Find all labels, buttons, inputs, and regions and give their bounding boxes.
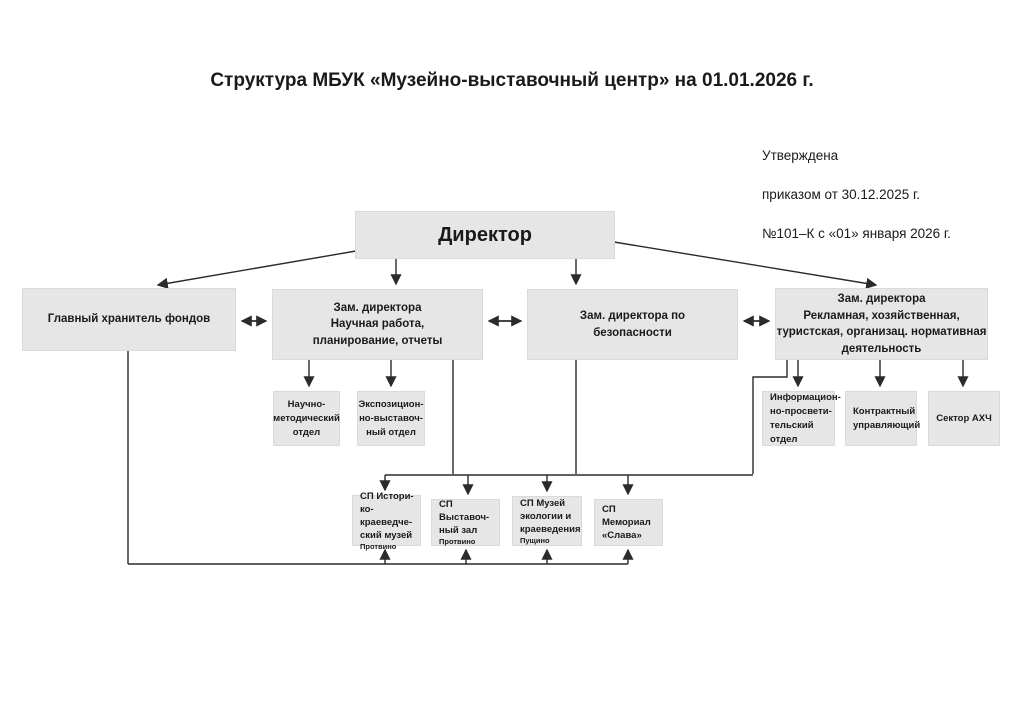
- node-deputy-admin: Зам. директора Рекламная, хозяйственная,…: [775, 288, 988, 360]
- node-sp-exhibition-hall: СП Выставоч- ный зал Протвино: [431, 499, 500, 546]
- approval-line: приказом от 30.12.2025 г.: [762, 186, 920, 202]
- sp-city: Протвино: [439, 537, 476, 546]
- sp-name: СП Выставоч- ный зал: [439, 499, 490, 536]
- node-sp-history-museum: СП Истори- ко-краеведче- ский музей Прот…: [352, 491, 421, 551]
- node-sp-ecology-museum: СП Музей экологии и краеведения Пущино: [512, 496, 582, 546]
- node-sp-memorial-slava: СП Мемориал «Слава»: [594, 499, 663, 546]
- node-exposition-dept: Экспозицион- но-выставоч- ный отдел: [357, 391, 425, 446]
- node-methodical-dept: Научно- методический отдел: [273, 391, 340, 446]
- node-deputy-security: Зам. директора по безопасности: [527, 289, 738, 360]
- approval-note: Утверждена приказом от 30.12.2025 г. №10…: [762, 126, 951, 263]
- sp-name: СП Мемориал «Слава»: [602, 504, 651, 541]
- approval-line: №101–К с «01» января 2026 г.: [762, 225, 951, 241]
- approval-line: Утверждена: [762, 147, 839, 163]
- node-ahch-sector: Сектор АХЧ: [928, 391, 1000, 446]
- sp-city: Протвино: [360, 541, 397, 551]
- sp-name: СП Истори- ко-краеведче- ский музей: [360, 490, 414, 541]
- node-chief-keeper: Главный хранитель фондов: [22, 288, 236, 351]
- sp-city: Пущино: [520, 535, 550, 545]
- node-deputy-science: Зам. директора Научная работа, планирова…: [272, 289, 483, 360]
- node-director: Директор: [355, 211, 615, 259]
- page-title: Структура МБУК «Музейно-выставочный цент…: [210, 70, 814, 91]
- sp-name: СП Музей экологии и краеведения: [520, 497, 581, 535]
- node-contract-manager: Контрактный управляющий: [845, 391, 920, 446]
- node-information-dept: Информацион- но-просвети- тельский отдел: [762, 391, 841, 446]
